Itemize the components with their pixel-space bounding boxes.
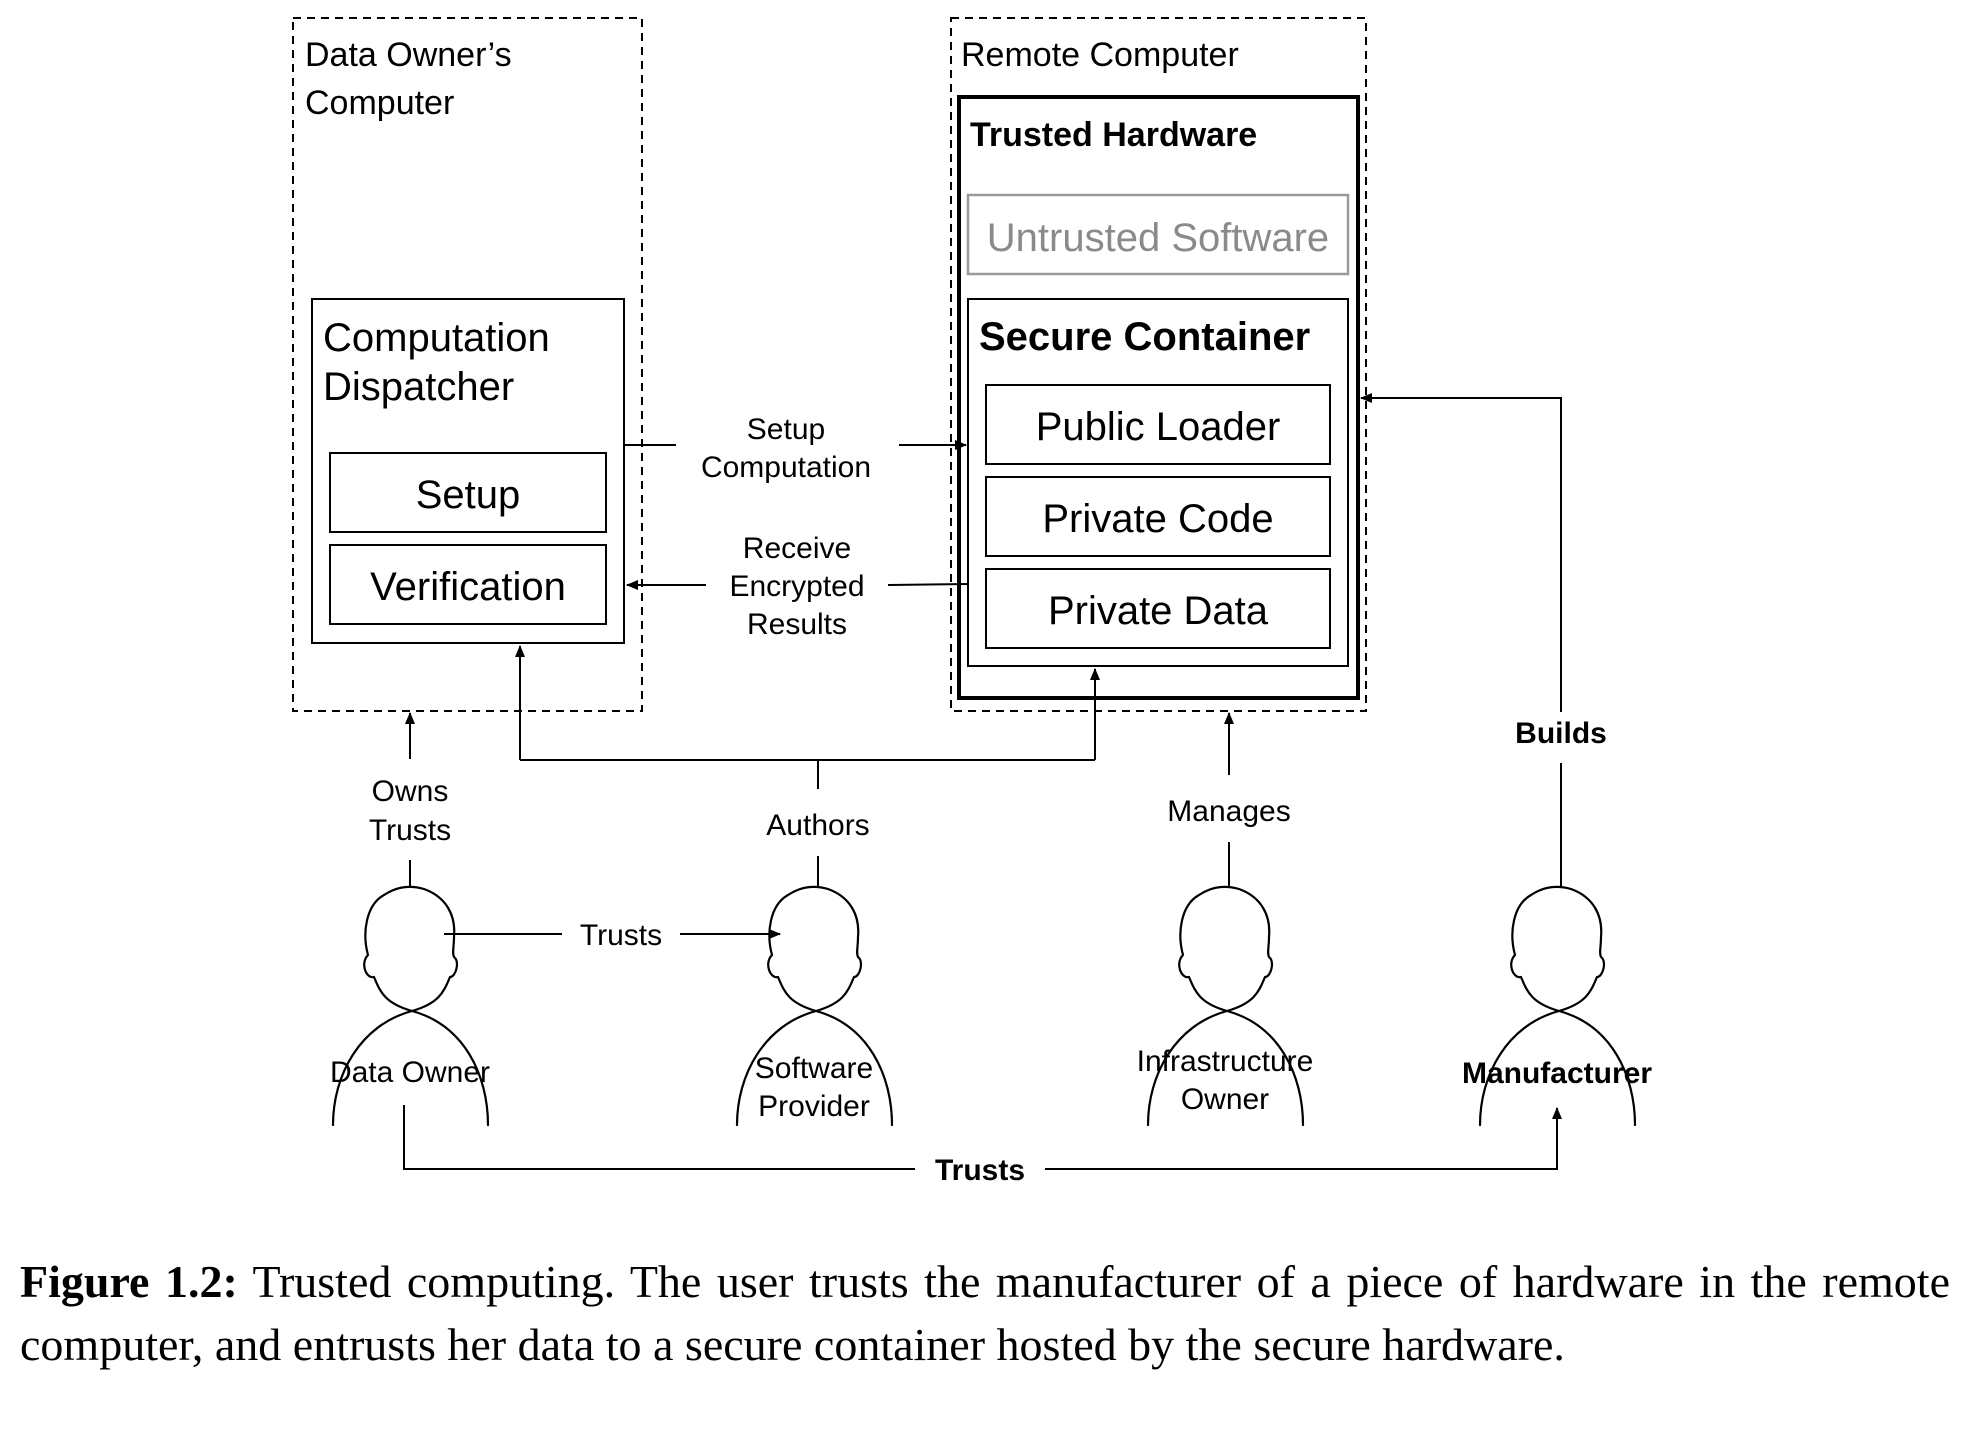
verification-box: Verification — [329, 544, 607, 625]
computation-dispatcher-label-line1: Computation — [323, 316, 550, 360]
computation-dispatcher-label-line2: Dispatcher — [323, 365, 514, 409]
setup-label: Setup — [416, 473, 521, 517]
authors-arrow: Authors — [515, 645, 1100, 887]
software-provider-actor: Software Provider — [735, 885, 894, 1127]
person-icon — [331, 885, 490, 1127]
data-owner-computer-box: Data Owner’s Computer — [292, 17, 643, 712]
secure-container-label: Secure Container — [979, 315, 1310, 359]
software-provider-label-line2: Provider — [758, 1090, 870, 1123]
authors-label: Authors — [766, 809, 869, 842]
public-loader-box: Public Loader — [985, 384, 1331, 465]
infrastructure-owner-label-line1: Infrastructure — [1137, 1045, 1314, 1078]
infrastructure-owner-label-line2: Owner — [1181, 1083, 1269, 1116]
untrusted-software-label: Untrusted Software — [987, 216, 1329, 260]
owns-trusts-arrow: Owns Trusts — [369, 712, 451, 887]
private-code-box: Private Code — [985, 476, 1331, 557]
data-owner-actor: Data Owner — [330, 885, 490, 1127]
public-loader-label: Public Loader — [1036, 405, 1281, 449]
manufacturer-label: Manufacturer — [1462, 1057, 1652, 1090]
receive-results-label-line1: Receive — [743, 532, 851, 565]
figure-caption: Figure 1.2: Trusted computing. The user … — [20, 1250, 1950, 1376]
manages-label: Manages — [1167, 795, 1290, 828]
trusted-hardware-box: Trusted Hardware — [957, 95, 1360, 700]
figure-caption-text: Trusted computing. The user trusts the m… — [20, 1256, 1950, 1370]
software-provider-label-line1: Software — [755, 1052, 873, 1085]
receive-results-label-line3: Results — [747, 608, 847, 641]
remote-computer-label: Remote Computer — [961, 36, 1239, 74]
manufacturer-actor: Manufacturer — [1462, 885, 1652, 1127]
setup-computation-arrow: Setup Computation — [624, 413, 967, 484]
setup-computation-label-line2: Computation — [701, 451, 871, 484]
receive-results-label-line2: Encrypted — [729, 570, 864, 603]
secure-container-box: Secure Container — [967, 298, 1349, 667]
infrastructure-owner-actor: Infrastructure Owner — [1137, 885, 1314, 1127]
trusted-hardware-label: Trusted Hardware — [970, 116, 1257, 154]
setup-computation-label-line1: Setup — [747, 413, 825, 446]
private-data-label: Private Data — [1048, 589, 1269, 633]
private-data-box: Private Data — [985, 568, 1331, 649]
figure-label: Figure 1.2: — [20, 1256, 238, 1307]
setup-box: Setup — [329, 452, 607, 533]
data-owner-label: Data Owner — [330, 1056, 490, 1089]
receive-results-arrow: Receive Encrypted Results — [626, 532, 969, 641]
trusts-manufacturer-arrow: Trusts — [403, 1105, 1562, 1187]
untrusted-software-box: Untrusted Software — [966, 193, 1350, 276]
trusts-middle-label: Trusts — [580, 919, 662, 952]
private-code-label: Private Code — [1042, 497, 1273, 541]
data-owner-computer-label-line2: Computer — [305, 84, 454, 122]
verification-label: Verification — [370, 565, 566, 609]
remote-computer-box: Remote Computer — [950, 17, 1367, 712]
builds-label: Builds — [1515, 717, 1607, 750]
trusts-bottom-label: Trusts — [935, 1154, 1025, 1187]
owns-trusts-label-line2: Trusts — [369, 814, 451, 847]
trusted-computing-diagram: Data Owner’s Computer Computation Dispat… — [292, 17, 1652, 1187]
builds-arrow: Builds — [1360, 393, 1607, 887]
owns-trusts-label-line1: Owns — [372, 775, 449, 808]
data-owner-computer-label-line1: Data Owner’s — [305, 36, 512, 74]
trusts-software-provider-arrow: Trusts — [444, 919, 781, 952]
computation-dispatcher-box: Computation Dispatcher — [311, 298, 625, 644]
manages-arrow: Manages — [1167, 712, 1291, 887]
